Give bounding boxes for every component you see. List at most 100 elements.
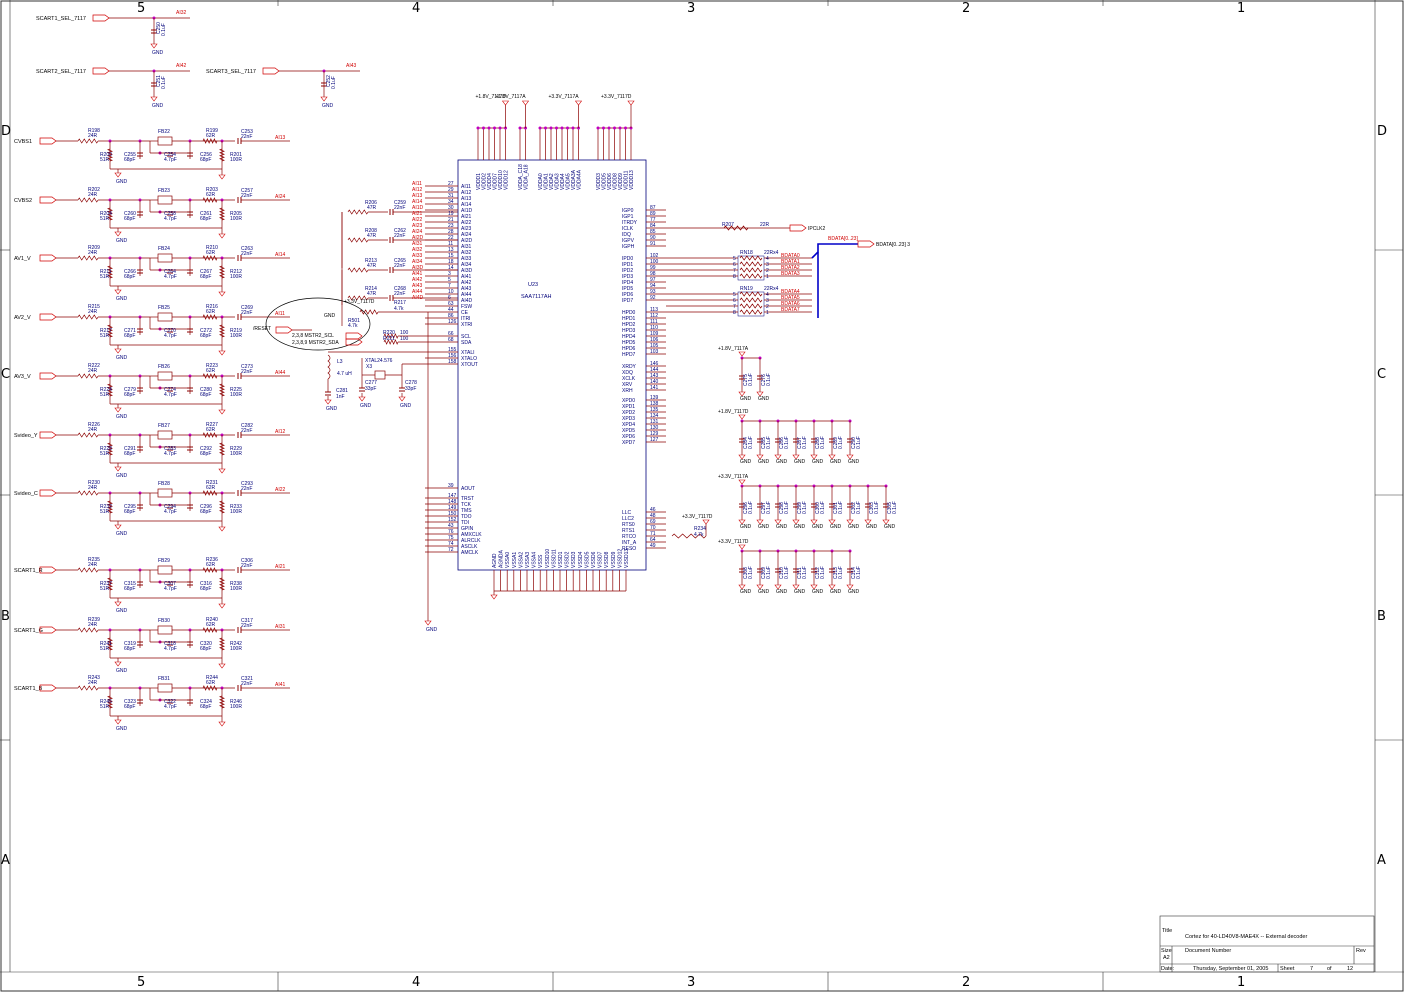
rn19-value: 22Rx4: [764, 286, 779, 292]
ic-pin-ai33-name: AI33: [461, 256, 472, 262]
input-row-cvbs2-rt-value: 51R: [100, 216, 110, 222]
r221-ref: R221: [383, 336, 395, 342]
ground-icon: [756, 391, 764, 397]
ic-pin-ai11-name: AI11: [461, 184, 471, 190]
ic-pin-ai33-net: AI33: [412, 253, 423, 259]
decoupling--1-8v-7117a-cap-ref: C276: [761, 374, 767, 386]
input-row-av2_v: AV2_VR21524RR21751RC27168pFFB25C2704.7pF…: [14, 304, 290, 361]
ground-icon: [358, 396, 366, 402]
input-row-svideo_y-c1-ref: C291: [124, 446, 136, 452]
ic-pin-ai34-name: AI34: [461, 262, 472, 268]
input-row-scart1_r-rs-ref: R235: [88, 557, 100, 563]
decoupling--3-3v-7117d-cap-ref: C313: [833, 567, 839, 579]
decoupling--1-8v-7117d-arrow-icon: [738, 414, 746, 420]
input-row-av2_v-rs-symbol: [77, 314, 99, 320]
ic-body: [457, 159, 647, 571]
decoupling--1-8v-7117d-gnd-label: GND: [776, 459, 788, 465]
decoupling--3-3v-7117a-gnd-label: GND: [830, 524, 842, 530]
input-row-svideo_y-fb-ref: FB27: [158, 423, 170, 429]
ic-pin-ai31-name: AI31: [461, 244, 472, 250]
ic-ground-pin-name: VSSD8: [604, 551, 610, 568]
ipclk-label: IPCLK2: [808, 226, 825, 232]
input-row-svideo_y-c3-ref: C292: [200, 446, 212, 452]
decoupling--3-3v-7117d-cap-value: 0.1uF: [838, 566, 844, 579]
ic-pin-hpd6-name: HPD6: [622, 346, 636, 352]
input-row-av2_v-cc-value: 22nF: [241, 310, 252, 316]
decoupling--1-8v-7117d-cap-value: 0.1uF: [748, 436, 754, 449]
date-label: Date:: [1161, 966, 1175, 972]
input-row-cvbs1-cc-value: 22nF: [241, 134, 252, 140]
input-row-scart1_g-c3-ref: C320: [200, 641, 212, 647]
input-row-cvbs1-rs-value: 24R: [88, 133, 98, 139]
input-row-scart1_g-rt-ref: R241: [100, 641, 112, 647]
input-row-cvbs1-rt-value: 51R: [100, 157, 110, 163]
ic-pin-xtalo-number: 156: [448, 353, 457, 359]
of-value: 12: [1347, 966, 1353, 972]
ground-icon: [114, 601, 122, 607]
decoupling--1-8v-7117d-cap-value: 0.1uF: [820, 436, 826, 449]
decoupling--1-8v-7117d-rail-label: +1.8V_7117D: [718, 409, 749, 415]
input-row-svideo_y-rt-ref: R228: [100, 446, 112, 452]
input-row-cvbs2-r4-ref: R205: [230, 211, 242, 217]
input-row-av2_v-cc-ref: C269: [241, 305, 253, 311]
ic-pin-gpin-number: 43: [448, 523, 454, 529]
input-row-cvbs2-c1-ref: C260: [124, 211, 136, 217]
decoupling--3-3v-7117a-cap-ref: C301: [833, 502, 839, 514]
ic-ground-pin-name: AGND: [492, 553, 498, 568]
ic-pin-trst-name: TRST: [461, 496, 474, 502]
input-row-cvbs1-rs-ref: R198: [88, 128, 100, 134]
ground-icon: [114, 524, 122, 530]
ic-pin-xpd4-name: XPD4: [622, 422, 635, 428]
input-row-av2_v-fb-ref: FB25: [158, 305, 170, 311]
ic-power--1-8v-7117d-rail-label: +1.8V_7117D: [476, 94, 507, 100]
r234-rail-label: +3.3V_7117D: [682, 514, 713, 520]
ic-pin-ai13-net: AI13: [412, 193, 423, 199]
rn19-pin: 7: [733, 304, 736, 310]
input-row-av1_v-rs-symbol: [77, 255, 99, 261]
ic-power--1-8v-7117a-rail-label: +1.8V_7117A: [496, 94, 527, 100]
input-row-svideo_y-c1-value: 68pF: [124, 451, 135, 457]
ic-pin-iclk-name: ICLK: [622, 226, 634, 232]
reset-net-label: /RESET: [253, 326, 271, 332]
ic-pin-ai41-net: AI41: [412, 271, 423, 277]
input-row-av2_v-r3-value: 62R: [206, 309, 216, 315]
input-row-av1_v-rs-value: 24R: [88, 250, 98, 256]
ic-pin-ai12-number: 29: [448, 187, 454, 193]
input-row-cvbs2-r3-ref: R203: [206, 187, 218, 193]
input-row-av3_v-rs-value: 24R: [88, 368, 98, 374]
agnd-rc-3-r-symbol: [347, 267, 369, 273]
ic-pin-ipd5-name: IPD5: [622, 286, 633, 292]
ic-pin-xpd6-name: XPD6: [622, 434, 635, 440]
decoupling--1-8v-7117d-cap-ref: C288: [815, 437, 821, 449]
input-row-av1_v-cc-ref: C263: [241, 246, 253, 252]
ground-label: GND: [326, 406, 338, 412]
r234-symbol: [671, 533, 707, 539]
ground-icon: [738, 454, 746, 460]
ic-pin-hpd1-number: 112: [650, 313, 658, 319]
highlight-oval: [265, 297, 371, 351]
input-row-cvbs2-rs-symbol: [77, 197, 99, 203]
input-row-svideo_c-r3-value: 62R: [206, 485, 216, 491]
input-row-svideo_c-r4-ref: R233: [230, 504, 242, 510]
ic-pin-hpd0-name: HPD0: [622, 310, 636, 316]
decoupling--3-3v-7117d-gnd-label: GND: [776, 589, 788, 595]
input-row-svideo_y: Svideo_YR22624RR22851RC29168pFFB27C2834.…: [14, 422, 290, 479]
ic-pin-tck-name: TCK: [461, 502, 472, 508]
